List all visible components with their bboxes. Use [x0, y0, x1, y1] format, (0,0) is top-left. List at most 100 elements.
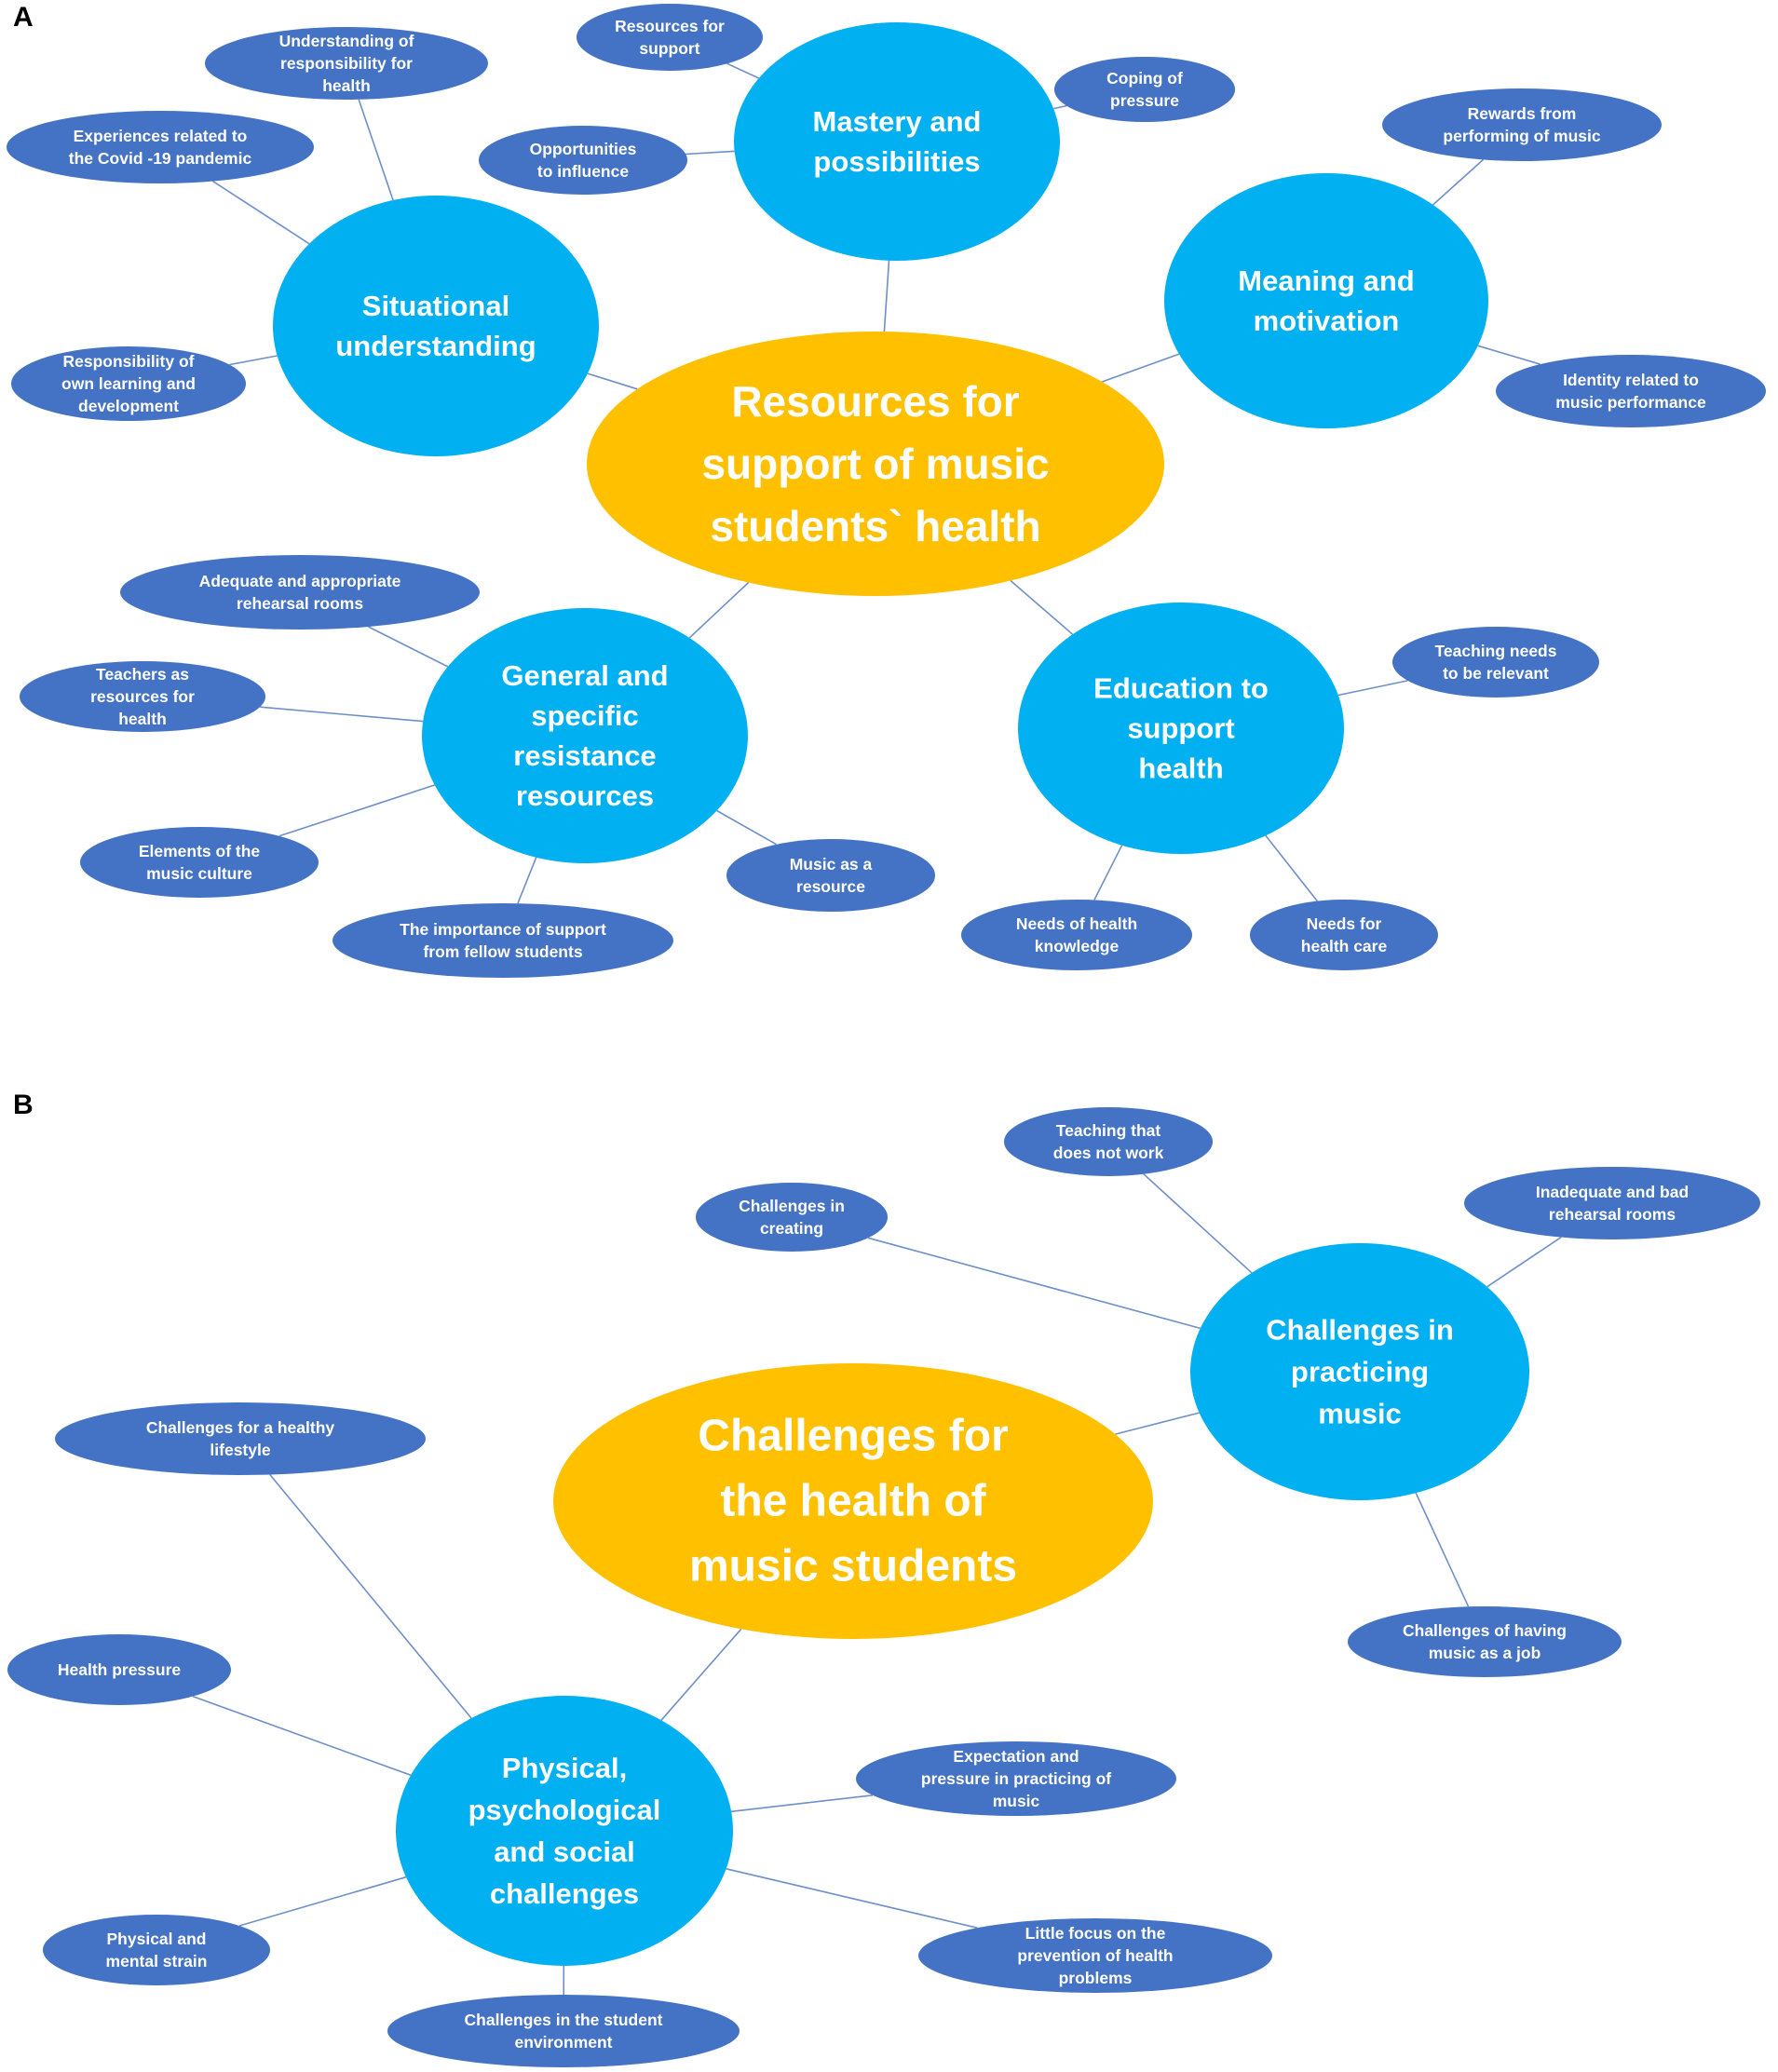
- leaf-ellipse: [43, 1915, 270, 1985]
- leaf-label-line: resource: [796, 877, 865, 896]
- root-label-line: Resources for: [731, 377, 1019, 426]
- leaf-label-line: rehearsal rooms: [237, 594, 363, 613]
- connector-resistance-teachers-resources: [260, 706, 424, 723]
- leaf-ellipse: [479, 126, 687, 195]
- leaf-ellipse: [1348, 1606, 1622, 1677]
- connector-physical-prevention-focus: [726, 1868, 978, 1929]
- leaf-node-health-care: Needs for health care: [1250, 900, 1438, 970]
- connector-lines: [192, 62, 1562, 1996]
- theme-label-line: specific: [531, 699, 638, 732]
- theme-label-line: and social: [494, 1835, 635, 1868]
- leaf-label-line: music performance: [1555, 393, 1706, 412]
- connector-situational-responsibility-learning: [229, 355, 278, 366]
- leaf-label-line: Coping of: [1106, 69, 1183, 88]
- panel-label-b: B: [13, 1090, 34, 1120]
- connector-practicing-teaching-not-work: [1143, 1173, 1253, 1274]
- leaf-label-line: pressure in practicing of: [921, 1769, 1111, 1788]
- connector-physical-physical-mental-strain: [238, 1876, 407, 1927]
- theme-ellipse: [396, 1696, 733, 1966]
- theme-ellipse: [273, 196, 599, 456]
- theme-ellipse: [422, 608, 748, 863]
- leaf-node-expectation-pressure: Expectation and pressure in practicing of…: [856, 1741, 1176, 1816]
- connector-resources-root-mastery: [883, 260, 890, 332]
- leaf-node-identity-performance: Identity related to music performance: [1496, 355, 1766, 427]
- connector-resources-root-resistance: [688, 581, 750, 639]
- connector-mastery-opportunities-to-influence: [685, 150, 735, 156]
- leaf-ellipse: [856, 1741, 1176, 1816]
- leaf-ellipse: [1464, 1167, 1760, 1239]
- leaf-ellipse: [577, 4, 763, 71]
- connector-resources-root-meaning: [1102, 353, 1180, 383]
- leaf-ellipse: [1392, 627, 1599, 697]
- leaf-label-line: pressure: [1110, 91, 1179, 110]
- connector-physical-expectation-pressure: [731, 1794, 873, 1813]
- leaf-ellipse: [696, 1183, 888, 1252]
- leaf-label-line: The importance of support: [400, 920, 606, 939]
- connector-challenges-root-physical: [660, 1628, 742, 1721]
- theme-label-line: support: [1127, 712, 1234, 745]
- leaf-label-line: development: [78, 397, 179, 415]
- theme-label-line: Situational: [362, 290, 509, 322]
- connector-situational-covid-experiences: [212, 180, 310, 245]
- connector-resistance-fellow-students: [517, 857, 537, 904]
- theme-label-line: Challenges in: [1266, 1314, 1454, 1347]
- connector-resistance-music-resource: [716, 809, 777, 846]
- connector-resources-root-education: [1010, 579, 1074, 635]
- connector-education-health-knowledge: [1093, 845, 1123, 901]
- leaf-label-line: health: [118, 710, 167, 728]
- theme-label-line: motivation: [1254, 305, 1400, 337]
- connector-resistance-rehearsal-rooms: [368, 626, 449, 668]
- theme-label-line: health: [1138, 752, 1223, 785]
- leaf-ellipse: [1054, 57, 1235, 122]
- leaf-label-line: resources for: [90, 687, 195, 706]
- leaf-label-line: environment: [514, 2033, 612, 2052]
- leaf-label-line: Teaching needs: [1435, 642, 1557, 660]
- leaf-label-line: Understanding of: [279, 32, 414, 50]
- root-label-line: the health of: [720, 1477, 986, 1526]
- leaf-label-line: Adequate and appropriate: [199, 572, 401, 590]
- leaf-ellipse: [918, 1918, 1272, 1993]
- theme-ellipse: [1164, 173, 1488, 428]
- connector-challenges-root-practicing: [1115, 1412, 1200, 1435]
- leaf-ellipse: [20, 661, 265, 732]
- connector-practicing-music-as-job: [1415, 1492, 1470, 1607]
- leaf-ellipse: [55, 1402, 426, 1475]
- connector-practicing-bad-rehearsal-rooms: [1486, 1236, 1562, 1288]
- leaf-label-line: Needs for: [1307, 914, 1382, 933]
- root-ellipse: [553, 1363, 1153, 1639]
- theme-label-line: music: [1318, 1398, 1402, 1430]
- connector-education-health-care: [1265, 834, 1318, 902]
- leaf-label-line: Little focus on the: [1025, 1924, 1166, 1943]
- theme-label-line: Meaning and: [1238, 264, 1414, 297]
- leaf-label-line: Teachers as: [96, 665, 189, 684]
- leaf-node-teachers-resources: Teachers as resources for health: [20, 661, 265, 732]
- leaf-label-line: Identity related to: [1563, 371, 1699, 389]
- leaf-label-line: Expectation and: [953, 1747, 1079, 1766]
- leaf-label-line: creating: [760, 1219, 823, 1238]
- leaf-label-line: lifestyle: [210, 1441, 270, 1459]
- leaf-label-line: health care: [1301, 937, 1388, 955]
- leaf-label-line: health: [322, 76, 371, 95]
- root-ellipse: [587, 332, 1164, 596]
- leaf-label-line: to influence: [537, 162, 629, 181]
- leaf-label-line: knowledge: [1035, 937, 1120, 955]
